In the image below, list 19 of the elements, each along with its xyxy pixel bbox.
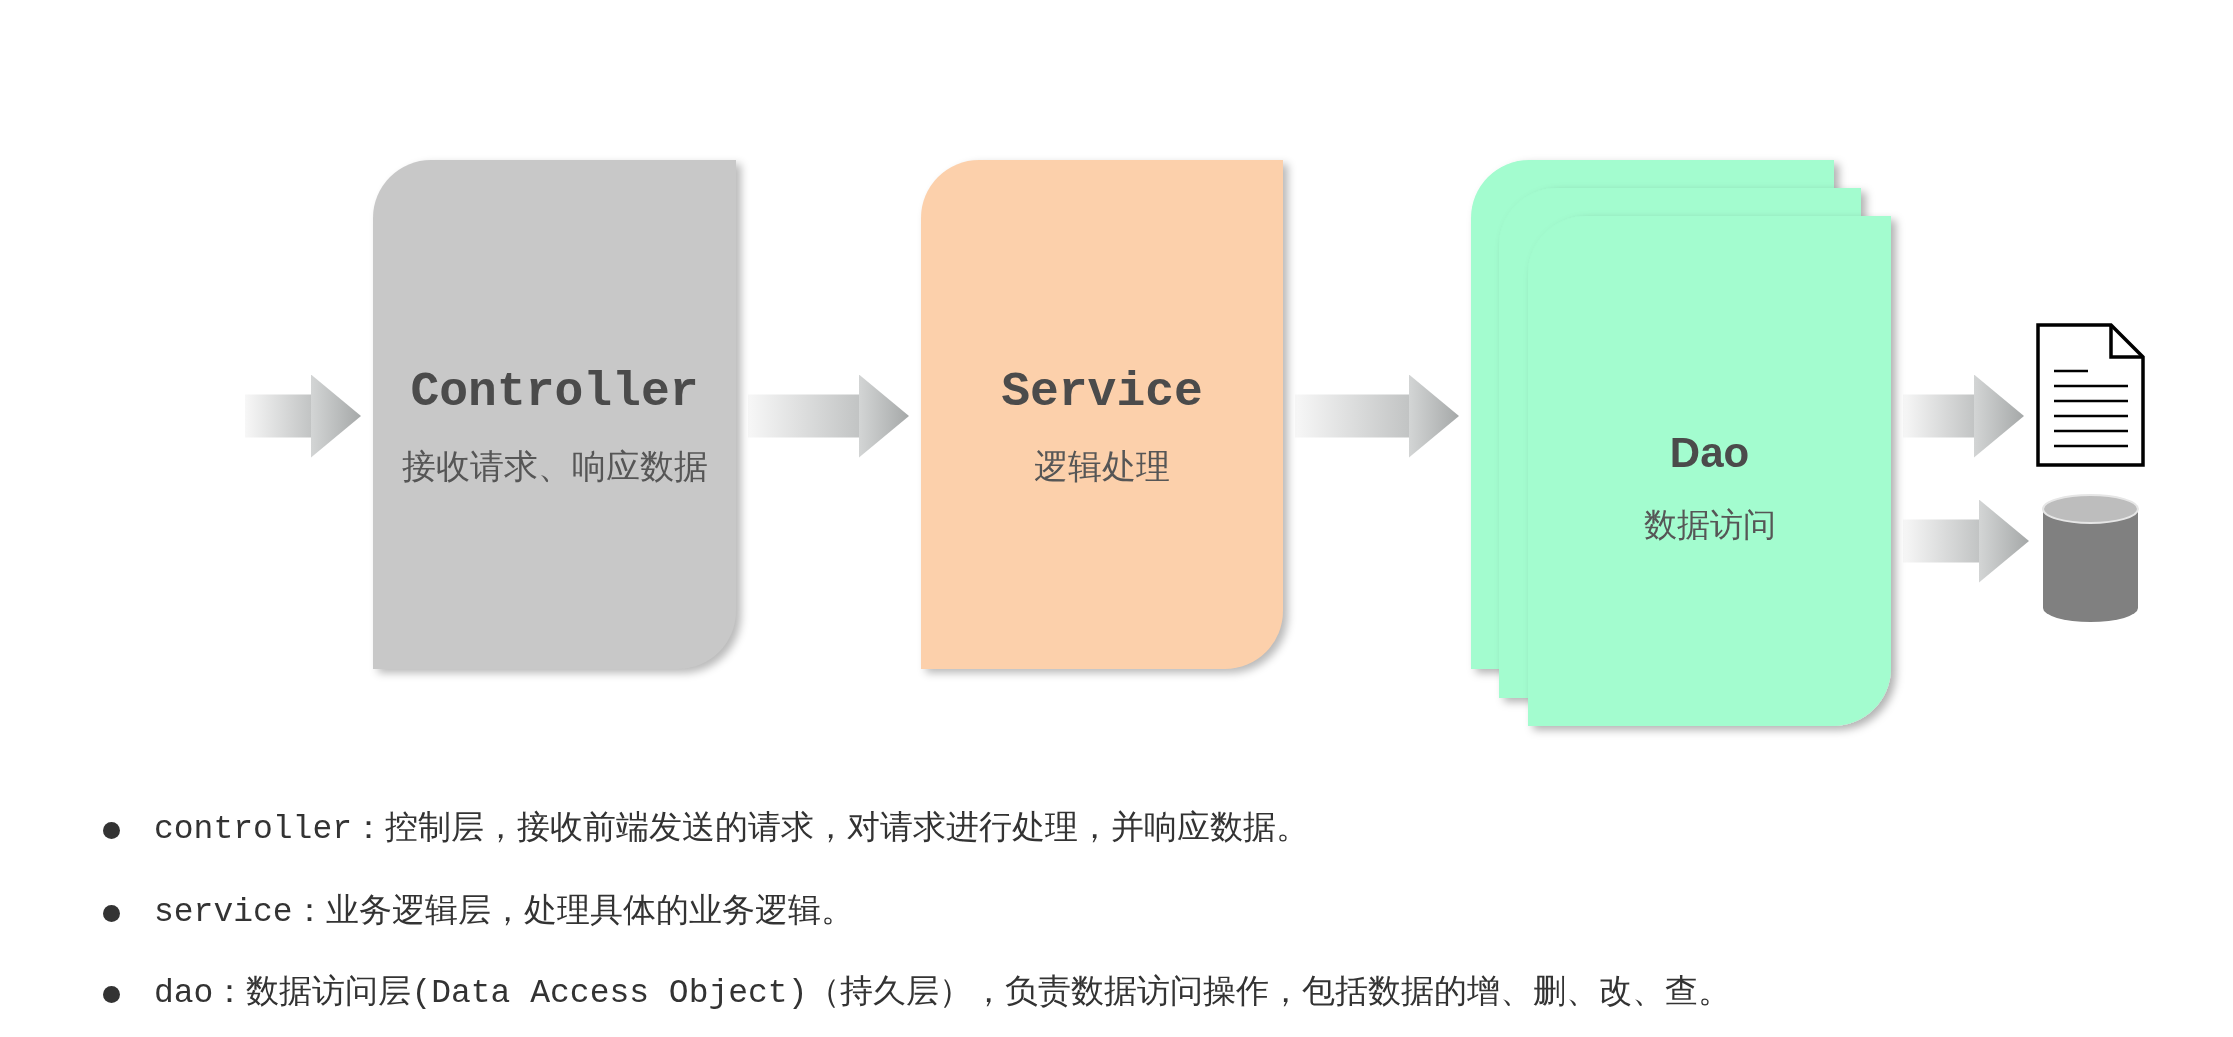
heading: Service [1001,364,1203,421]
stacked-boxes [1471,160,1891,726]
arrow [1903,499,2029,583]
subheading: 数据访问 [1643,505,1776,545]
list-text: service：业务逻辑层，处理具体的业务逻辑。 [154,893,854,933]
subheading: 接收请求、响应数据 [401,445,708,487]
list-text: dao：数据访问层(Data Access Object)（持久层），负责数据访问操作，包括数据的增、删、改、查。 [154,974,1732,1014]
list-text: controller：控制层，接收前端发送的请求，对请求进行处理，并响应数据。 [154,810,1310,850]
heading: Dao [1669,428,1750,478]
arrow [245,374,361,458]
heading: Controller [410,364,699,421]
arrow [748,374,909,458]
arrow [1295,374,1459,458]
process-box [373,160,736,669]
subheading: 逻辑处理 [1034,445,1170,487]
process-box [921,160,1283,669]
arrow [1903,374,2024,458]
cylinder-icon [2041,493,2140,624]
document-icon [2036,323,2145,467]
